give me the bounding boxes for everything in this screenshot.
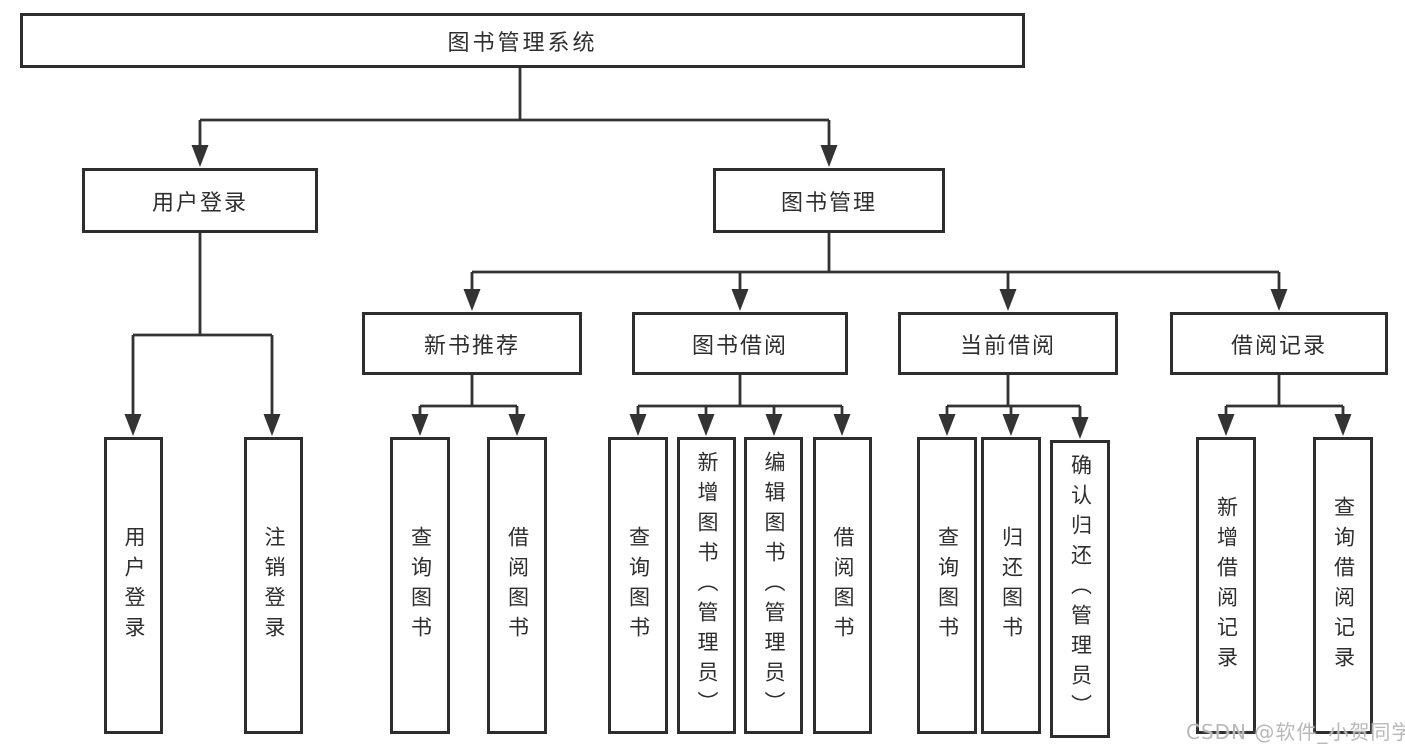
leaf-add-books-admin-label: 新增图书（管理员） — [695, 450, 719, 721]
leaf-borrowing-borrow-books-label: 借阅图书 — [831, 525, 855, 646]
leaf-recommend-borrow-books: 借阅图书 — [487, 437, 547, 734]
leaf-logout-label: 注销登录 — [262, 525, 286, 646]
leaf-confirm-return-admin: 确认归还（管理员） — [1050, 440, 1110, 738]
node-library-management-system: 图书管理系统 — [20, 13, 1025, 68]
leaf-user-login-label: 用户登录 — [122, 525, 146, 646]
leaf-recommend-borrow-books-label: 借阅图书 — [505, 525, 530, 646]
leaf-borrowing-borrow-books: 借阅图书 — [813, 437, 872, 734]
node-borrowing-records: 借阅记录 — [1170, 312, 1388, 375]
leaf-edit-books-admin: 编辑图书（管理员） — [744, 437, 803, 734]
leaf-return-books-label: 归还图书 — [999, 525, 1024, 646]
leaf-borrowing-query-books: 查询图书 — [608, 437, 668, 734]
leaf-add-books-admin: 新增图书（管理员） — [677, 437, 736, 734]
arrowheads — [124, 145, 1352, 439]
leaf-add-borrow-record-label: 新增借阅记录 — [1214, 495, 1239, 676]
node-book-borrowing: 图书借阅 — [632, 312, 848, 375]
leaf-recommend-query-books: 查询图书 — [390, 437, 450, 734]
leaf-add-borrow-record: 新增借阅记录 — [1196, 437, 1256, 734]
leaf-edit-books-admin-label: 编辑图书（管理员） — [762, 450, 786, 721]
leaf-query-borrow-record-label: 查询借阅记录 — [1331, 495, 1356, 676]
leaf-recommend-query-books-label: 查询图书 — [408, 525, 433, 646]
node-new-book-recommend: 新书推荐 — [362, 312, 582, 375]
node-current-borrowing: 当前借阅 — [898, 312, 1118, 375]
node-user-login: 用户登录 — [82, 168, 318, 233]
leaf-current-query-books: 查询图书 — [917, 437, 977, 734]
node-book-management: 图书管理 — [713, 168, 945, 233]
leaf-return-books: 归还图书 — [981, 437, 1041, 734]
csdn-watermark: CSDN @软件_小贺同学 — [1186, 720, 1405, 744]
leaf-user-login: 用户登录 — [104, 437, 163, 734]
leaf-current-query-books-label: 查询图书 — [935, 525, 960, 646]
leaf-logout: 注销登录 — [244, 437, 303, 734]
leaf-confirm-return-admin-label: 确认归还（管理员） — [1068, 454, 1093, 724]
leaf-borrowing-query-books-label: 查询图书 — [626, 525, 651, 646]
leaf-query-borrow-record: 查询借阅记录 — [1313, 437, 1373, 734]
